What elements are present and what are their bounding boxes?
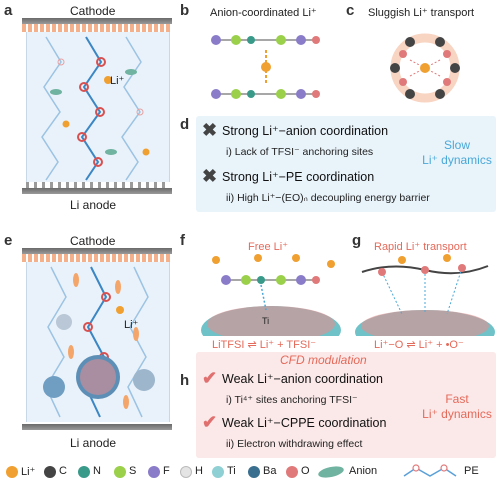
polymer-chains-e	[43, 266, 155, 418]
anion-coordinated-structure	[211, 35, 320, 99]
cathode-particles-e	[22, 254, 172, 262]
panel-e-label: e	[4, 232, 13, 249]
slow-dynamics-word: Li⁺ dynamics	[422, 153, 492, 167]
panel-g-title: Rapid Li⁺ transport	[374, 241, 467, 253]
cathode-label-e: Cathode	[70, 234, 116, 248]
ba-dot-icon	[248, 466, 260, 478]
o-dot-icon	[286, 466, 298, 478]
slow-dynamics-text: Slow Li⁺ dynamics	[422, 138, 492, 168]
anode-deposits	[26, 182, 168, 188]
cross-icon: ✖	[202, 166, 218, 186]
li-dot-icon	[6, 466, 18, 478]
panel-f-title: Free Li⁺	[248, 241, 289, 253]
li-ion-label-e: Li⁺	[124, 319, 139, 331]
panel-c-title: Sluggish Li⁺ transport	[368, 7, 475, 19]
f-dot-icon	[148, 466, 160, 478]
fast-point-1: Weak Li⁺−anion coordination	[222, 372, 383, 386]
free-li-structure	[201, 254, 341, 336]
panel-f-equation: LiTFSI ⇌ Li⁺ + TFSI⁻	[212, 339, 317, 351]
check-icon: ✔	[202, 368, 218, 388]
cathode-label: Cathode	[70, 4, 116, 18]
check-icon: ✔	[202, 412, 218, 432]
li-ion-label-a: Li⁺	[110, 75, 125, 87]
panel-d-box: ✖ Strong Li⁺−anion coordination i) Lack …	[196, 116, 496, 212]
cathode-plate	[22, 18, 172, 24]
c-dot-icon	[44, 466, 56, 478]
cathode-plate-e	[22, 248, 172, 254]
panel-f-label: f	[180, 232, 185, 249]
s-dot-icon	[114, 466, 126, 478]
anode-plate	[22, 188, 172, 194]
n-dot-icon	[78, 466, 90, 478]
pe-chain-icon	[403, 464, 457, 477]
panel-g-label: g	[352, 232, 362, 249]
slow-sub-2: ii) High Li⁺−(EO)ₙ decoupling energy bar…	[226, 192, 430, 204]
cross-icon: ✖	[202, 120, 218, 140]
fast-dynamics-word: Li⁺ dynamics	[422, 407, 492, 421]
anode-label: Li anode	[70, 198, 117, 212]
polymer-chains-a	[41, 36, 150, 181]
anion-ellipse-icon	[317, 464, 345, 480]
panel-d-label: d	[180, 116, 190, 133]
panel-c-label: c	[346, 2, 355, 19]
panel-g-equation: Li⁺−O ⇌ Li⁺ + •O⁻	[374, 339, 464, 351]
panel-e-cell: Cathode Li⁺ Li anode	[22, 232, 172, 454]
panel-h-box: CFD modulation ✔ Weak Li⁺−anion coordina…	[196, 352, 496, 458]
panel-a-cell: Cathode Li⁺ Li anode	[22, 2, 172, 212]
panel-a-label: a	[4, 2, 13, 19]
ti-site-label: Ti	[262, 316, 270, 326]
panel-h-label: h	[180, 372, 190, 389]
fast-word: Fast	[445, 392, 469, 406]
ti-dot-icon	[212, 466, 224, 478]
anode-label-e: Li anode	[70, 436, 117, 450]
slow-sub-1: i) Lack of TFSI⁻ anchoring sites	[226, 146, 374, 158]
h-dot-icon	[180, 466, 192, 478]
panel-b-label: b	[180, 2, 190, 19]
fast-sub-1: i) Ti⁴⁺ sites anchoring TFSI⁻	[226, 394, 358, 406]
fast-dynamics-text: Fast Li⁺ dynamics	[422, 392, 492, 422]
slow-point-1: Strong Li⁺−anion coordination	[222, 124, 389, 138]
anode-plate-e	[22, 424, 172, 430]
slow-point-2: Strong Li⁺−PE coordination	[222, 170, 375, 184]
cathode-particles	[22, 24, 172, 32]
fast-point-2: Weak Li⁺−CPPE coordination	[222, 416, 387, 430]
rapid-transport-structure	[355, 254, 495, 336]
panel-b-title: Anion-coordinated Li⁺	[210, 7, 317, 19]
cfd-modulation-header: CFD modulation	[280, 353, 367, 367]
fast-sub-2: ii) Electron withdrawing effect	[226, 438, 363, 450]
slow-word: Slow	[443, 138, 470, 152]
sluggish-transport-structure	[390, 33, 460, 103]
